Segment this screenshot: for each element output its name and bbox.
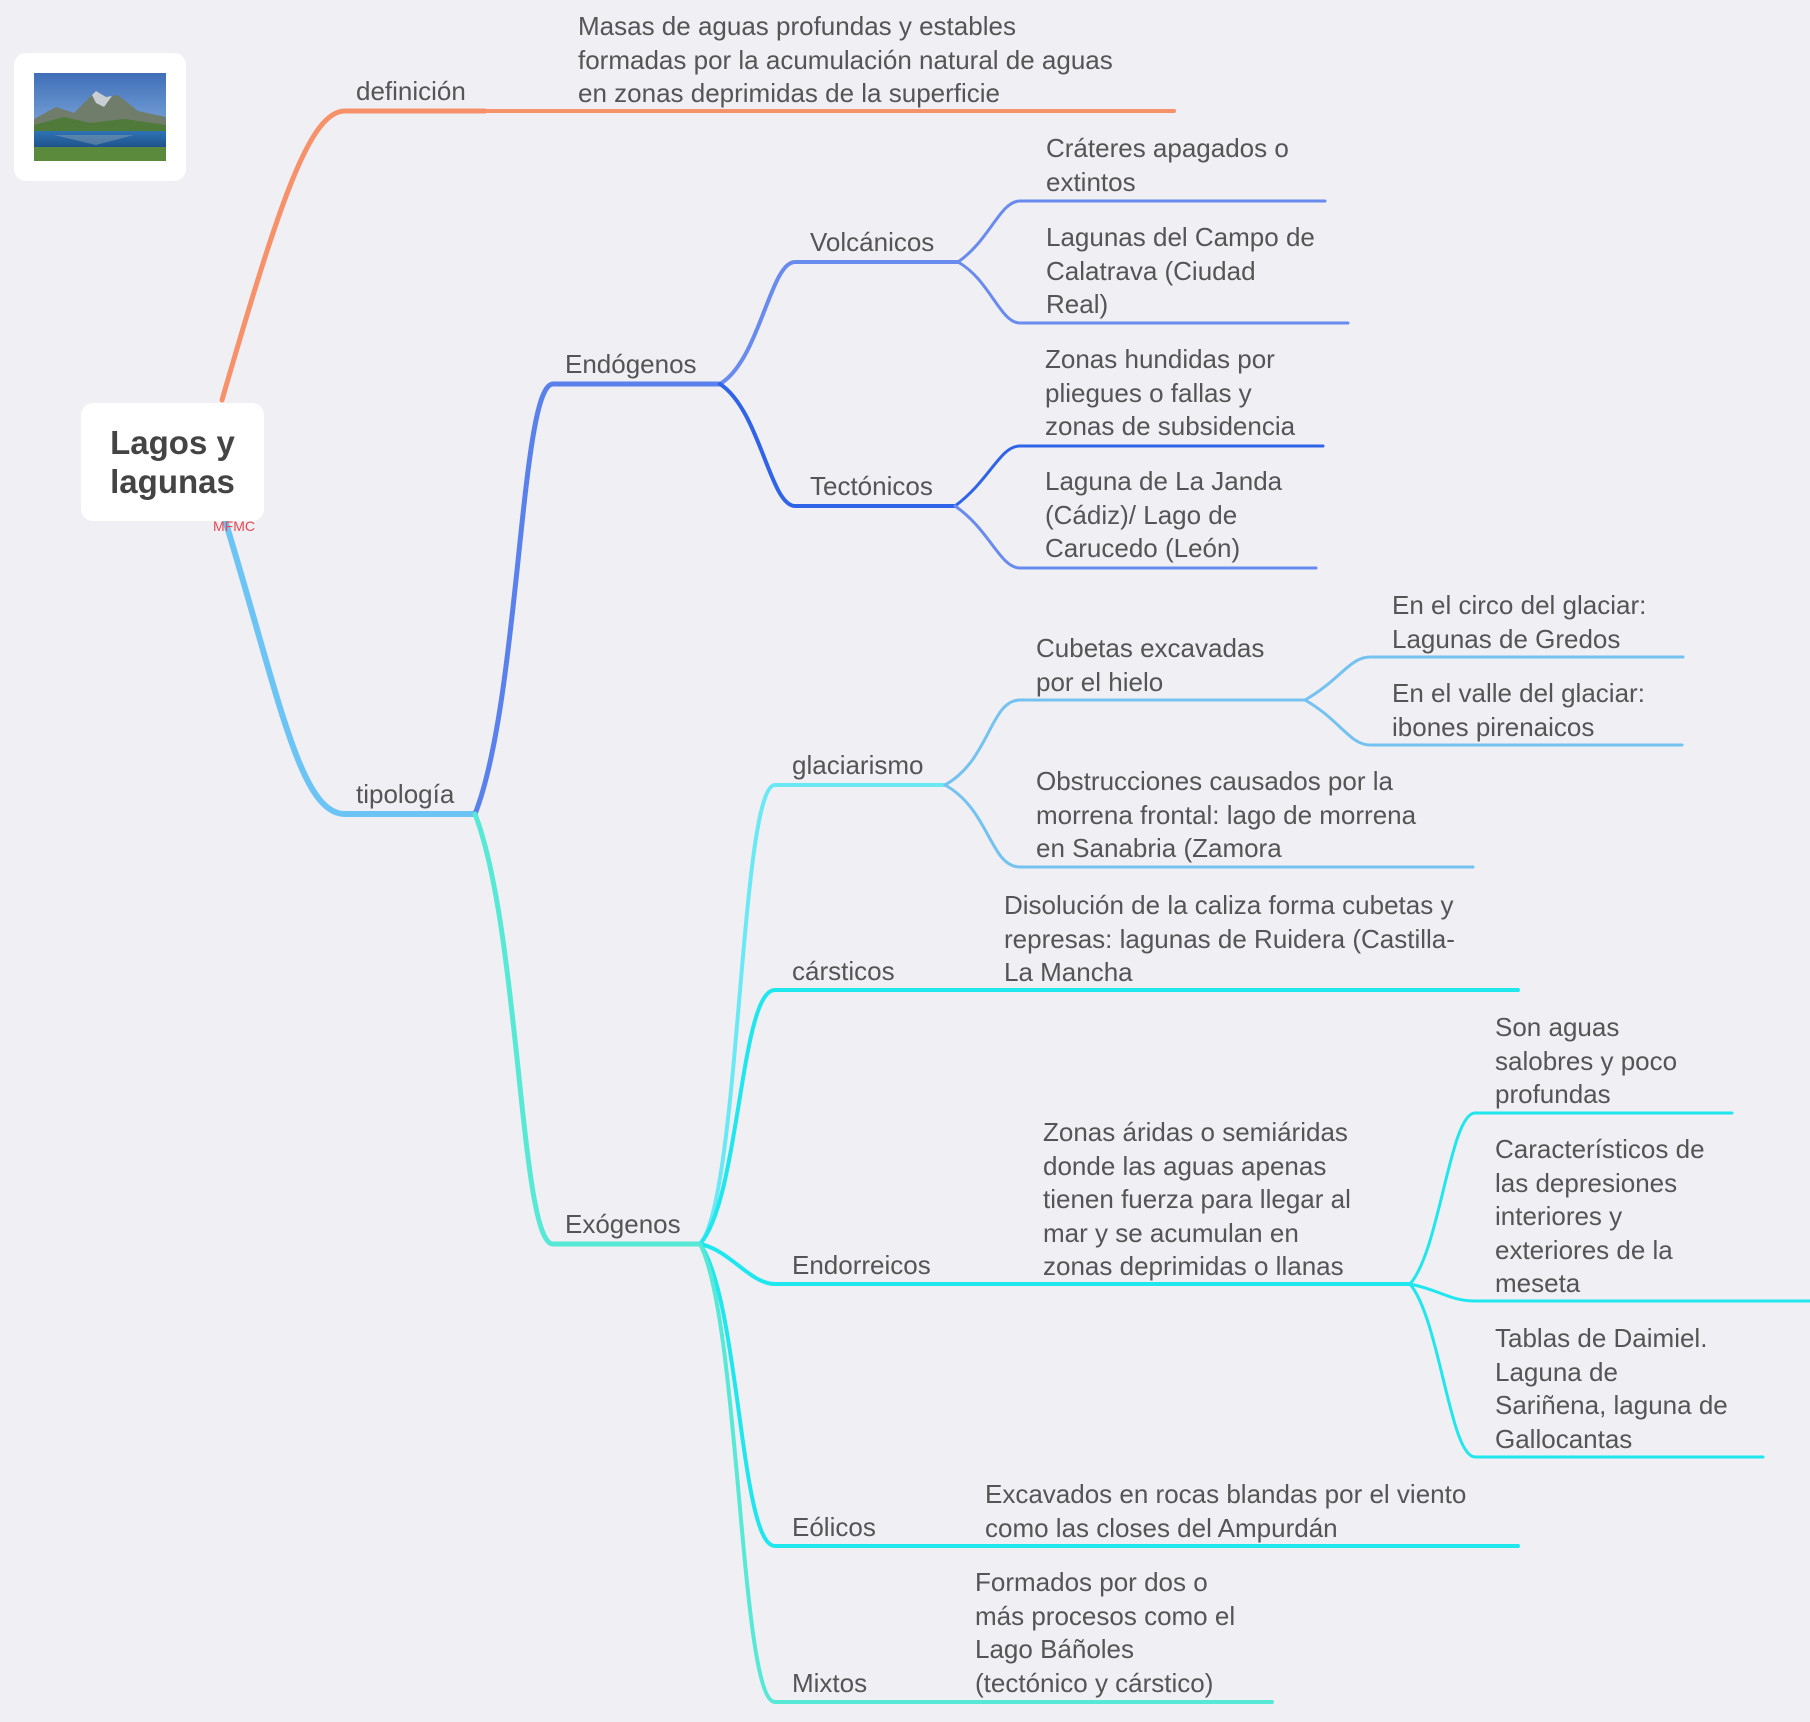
branch-glaciarismo [698, 783, 947, 1246]
node-cubetas[interactable]: Cubetas excavadas por el hielo [1036, 633, 1265, 697]
node-definicion[interactable]: definición [356, 76, 466, 106]
node-carsticos[interactable]: cársticos [792, 956, 895, 986]
mountain-lake-photo-icon [34, 73, 166, 161]
node-endorreicos[interactable]: Endorreicos [792, 1250, 931, 1280]
topic-image-card[interactable] [14, 53, 186, 181]
branch-endo-2 [1408, 1282, 1810, 1303]
node-circo[interactable]: En el circo del glaciar: Lagunas de Gred… [1392, 590, 1647, 654]
node-tectonicos[interactable]: Tectónicos [810, 471, 933, 501]
branch-volc-1 [956, 199, 1327, 264]
node-valle[interactable]: En el valle del glaciar: ibones pirenaic… [1392, 678, 1645, 742]
branch-tectonicos [718, 382, 957, 508]
node-endogenos[interactable]: Endógenos [565, 349, 697, 379]
root-title: Lagos y lagunas [110, 424, 235, 500]
node-carsticos-text[interactable]: Disolución de la caliza forma cubetas y … [1004, 890, 1455, 987]
branch-cubetas [943, 698, 1307, 787]
node-endo-3[interactable]: Tablas de Daimiel. Laguna de Sariñena, l… [1495, 1323, 1728, 1454]
node-glaciarismo[interactable]: glaciarismo [792, 750, 924, 780]
node-endo-1[interactable]: Son aguas salobres y poco profundas [1495, 1012, 1678, 1109]
node-mixtos[interactable]: Mixtos [792, 1668, 868, 1698]
branch-tipologia [222, 517, 478, 817]
branch-endogenos [472, 381, 723, 817]
node-volc-2[interactable]: Lagunas del Campo de Calatrava (Ciudad R… [1046, 222, 1315, 319]
branch-mixtos [698, 1242, 1274, 1704]
branch-eolicos [698, 1242, 1520, 1548]
branch-definicion [219, 108, 488, 403]
node-obstrucciones[interactable]: Obstrucciones causados por la morrena fr… [1036, 766, 1417, 863]
node-volc-1[interactable]: Cráteres apagados o extintos [1046, 133, 1289, 197]
branch-endorreicos [698, 1242, 1412, 1286]
branch-circo [1303, 655, 1685, 702]
branch-carsticos [698, 988, 1520, 1246]
node-eolicos-text[interactable]: Excavados en rocas blandas por el viento… [985, 1479, 1467, 1543]
branch-endo-1 [1408, 1111, 1734, 1286]
node-eolicos[interactable]: Eólicos [792, 1512, 876, 1542]
branch-volc-2 [956, 260, 1350, 325]
author-signature: MFMC [213, 518, 255, 534]
node-mixtos-text[interactable]: Formados por dos o más procesos como el … [975, 1567, 1236, 1698]
branch-endo-3 [1408, 1282, 1765, 1459]
node-tect-2[interactable]: Laguna de La Janda (Cádiz)/ Lago de Caru… [1045, 466, 1283, 563]
branch-valle [1303, 698, 1684, 747]
node-volcanicos[interactable]: Volcánicos [810, 227, 935, 257]
node-tect-1[interactable]: Zonas hundidas por pliegues o fallas y z… [1045, 344, 1296, 441]
node-exogenos[interactable]: Exógenos [565, 1209, 681, 1239]
node-tipologia[interactable]: tipología [356, 779, 455, 809]
branch-exogenos [472, 811, 703, 1247]
branch-obstrucciones [943, 783, 1475, 869]
root-topic[interactable]: Lagos y lagunas [81, 403, 264, 521]
node-definicion-text[interactable]: Masas de aguas profundas y estables form… [578, 11, 1113, 108]
branch-volcanicos [718, 260, 960, 386]
branch-tect-2 [953, 504, 1318, 570]
branch-tect-1 [953, 444, 1325, 508]
node-endo-2[interactable]: Característicos de las depresiones inter… [1495, 1134, 1705, 1298]
node-endorreicos-text[interactable]: Zonas áridas o semiáridas donde las agua… [1043, 1117, 1351, 1281]
